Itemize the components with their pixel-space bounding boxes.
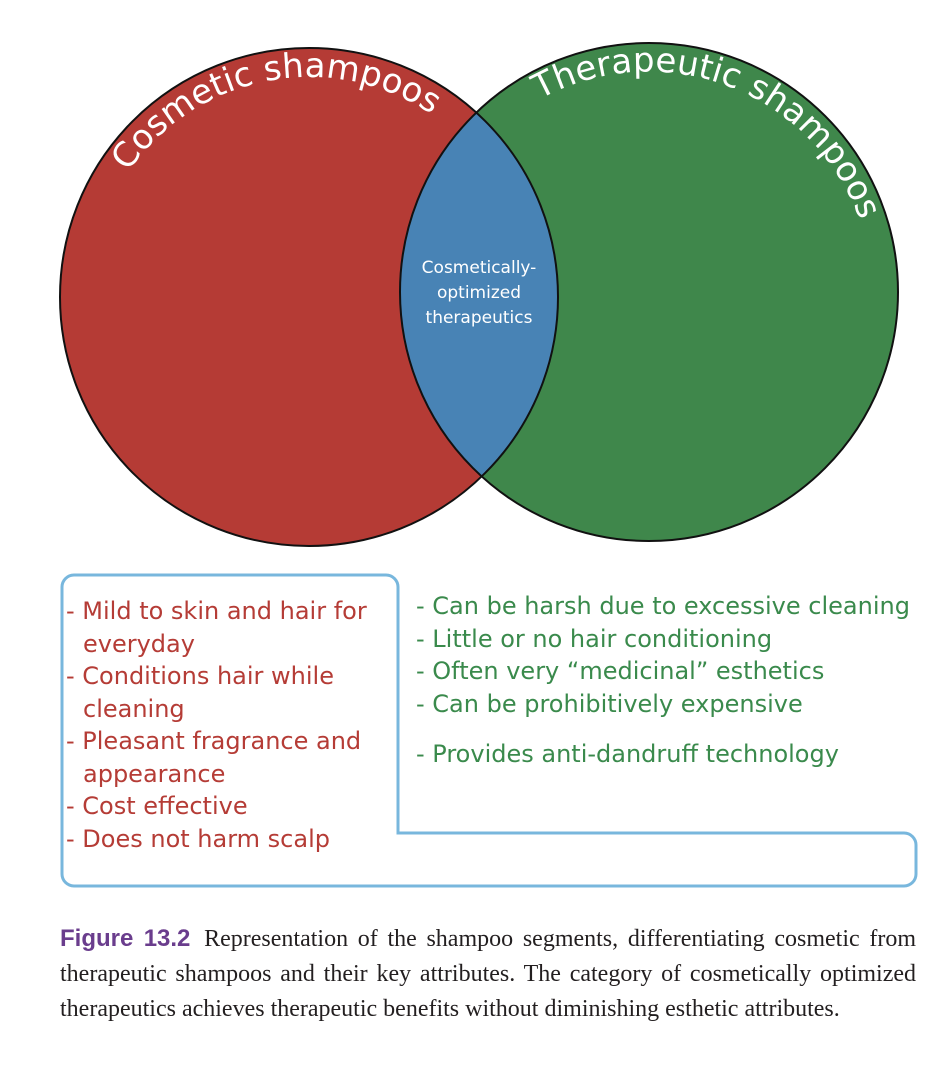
venn-diagram: Cosmetic shampoos Therapeutic shampoos C… (59, 40, 899, 547)
overlap-label-line-3: therapeutics (426, 308, 533, 328)
therapeutic-attributes-list: - Can be harsh due to excessive cleaning… (416, 590, 916, 771)
cosmetic-attribute-item: - Pleasant fragrance and appearance (66, 727, 362, 788)
cosmetic-attributes-list: - Mild to skin and hair for everyday - C… (66, 595, 398, 855)
cosmetic-attribute-item: - Conditions hair while cleaning (66, 662, 334, 723)
cosmetic-attribute-item: - Does not harm scalp (66, 824, 330, 853)
cosmetic-attribute-item: - Mild to skin and hair for everyday (66, 597, 367, 658)
cosmetic-attribute-item: - Cost effective (66, 792, 248, 820)
therapeutic-attribute-item: - Can be harsh due to excessive cleaning (416, 592, 910, 620)
cosmetic-attributes-box (60, 573, 918, 888)
therapeutic-circle-outline (399, 42, 899, 542)
cosmetic-circle-outline (59, 47, 559, 547)
therapeutic-attribute-item: - Provides anti-dandruff technology (416, 740, 839, 768)
figure-label: Figure 13.2 (60, 925, 191, 952)
figure-caption: Figure 13.2 Representation of the shampo… (60, 921, 916, 1027)
therapeutic-attribute-item: - Little or no hair conditioning (416, 624, 773, 653)
overlap-label-line-1: Cosmetically- (422, 258, 537, 278)
therapeutic-attribute-item: - Often very “medicinal” esthetics (416, 657, 825, 685)
caption-text: Representation of the shampoo segments, … (60, 926, 917, 1022)
overlap-label-line-2: optimized (437, 283, 521, 303)
therapeutic-attribute-item: - Can be prohibitively expensive (416, 689, 803, 718)
